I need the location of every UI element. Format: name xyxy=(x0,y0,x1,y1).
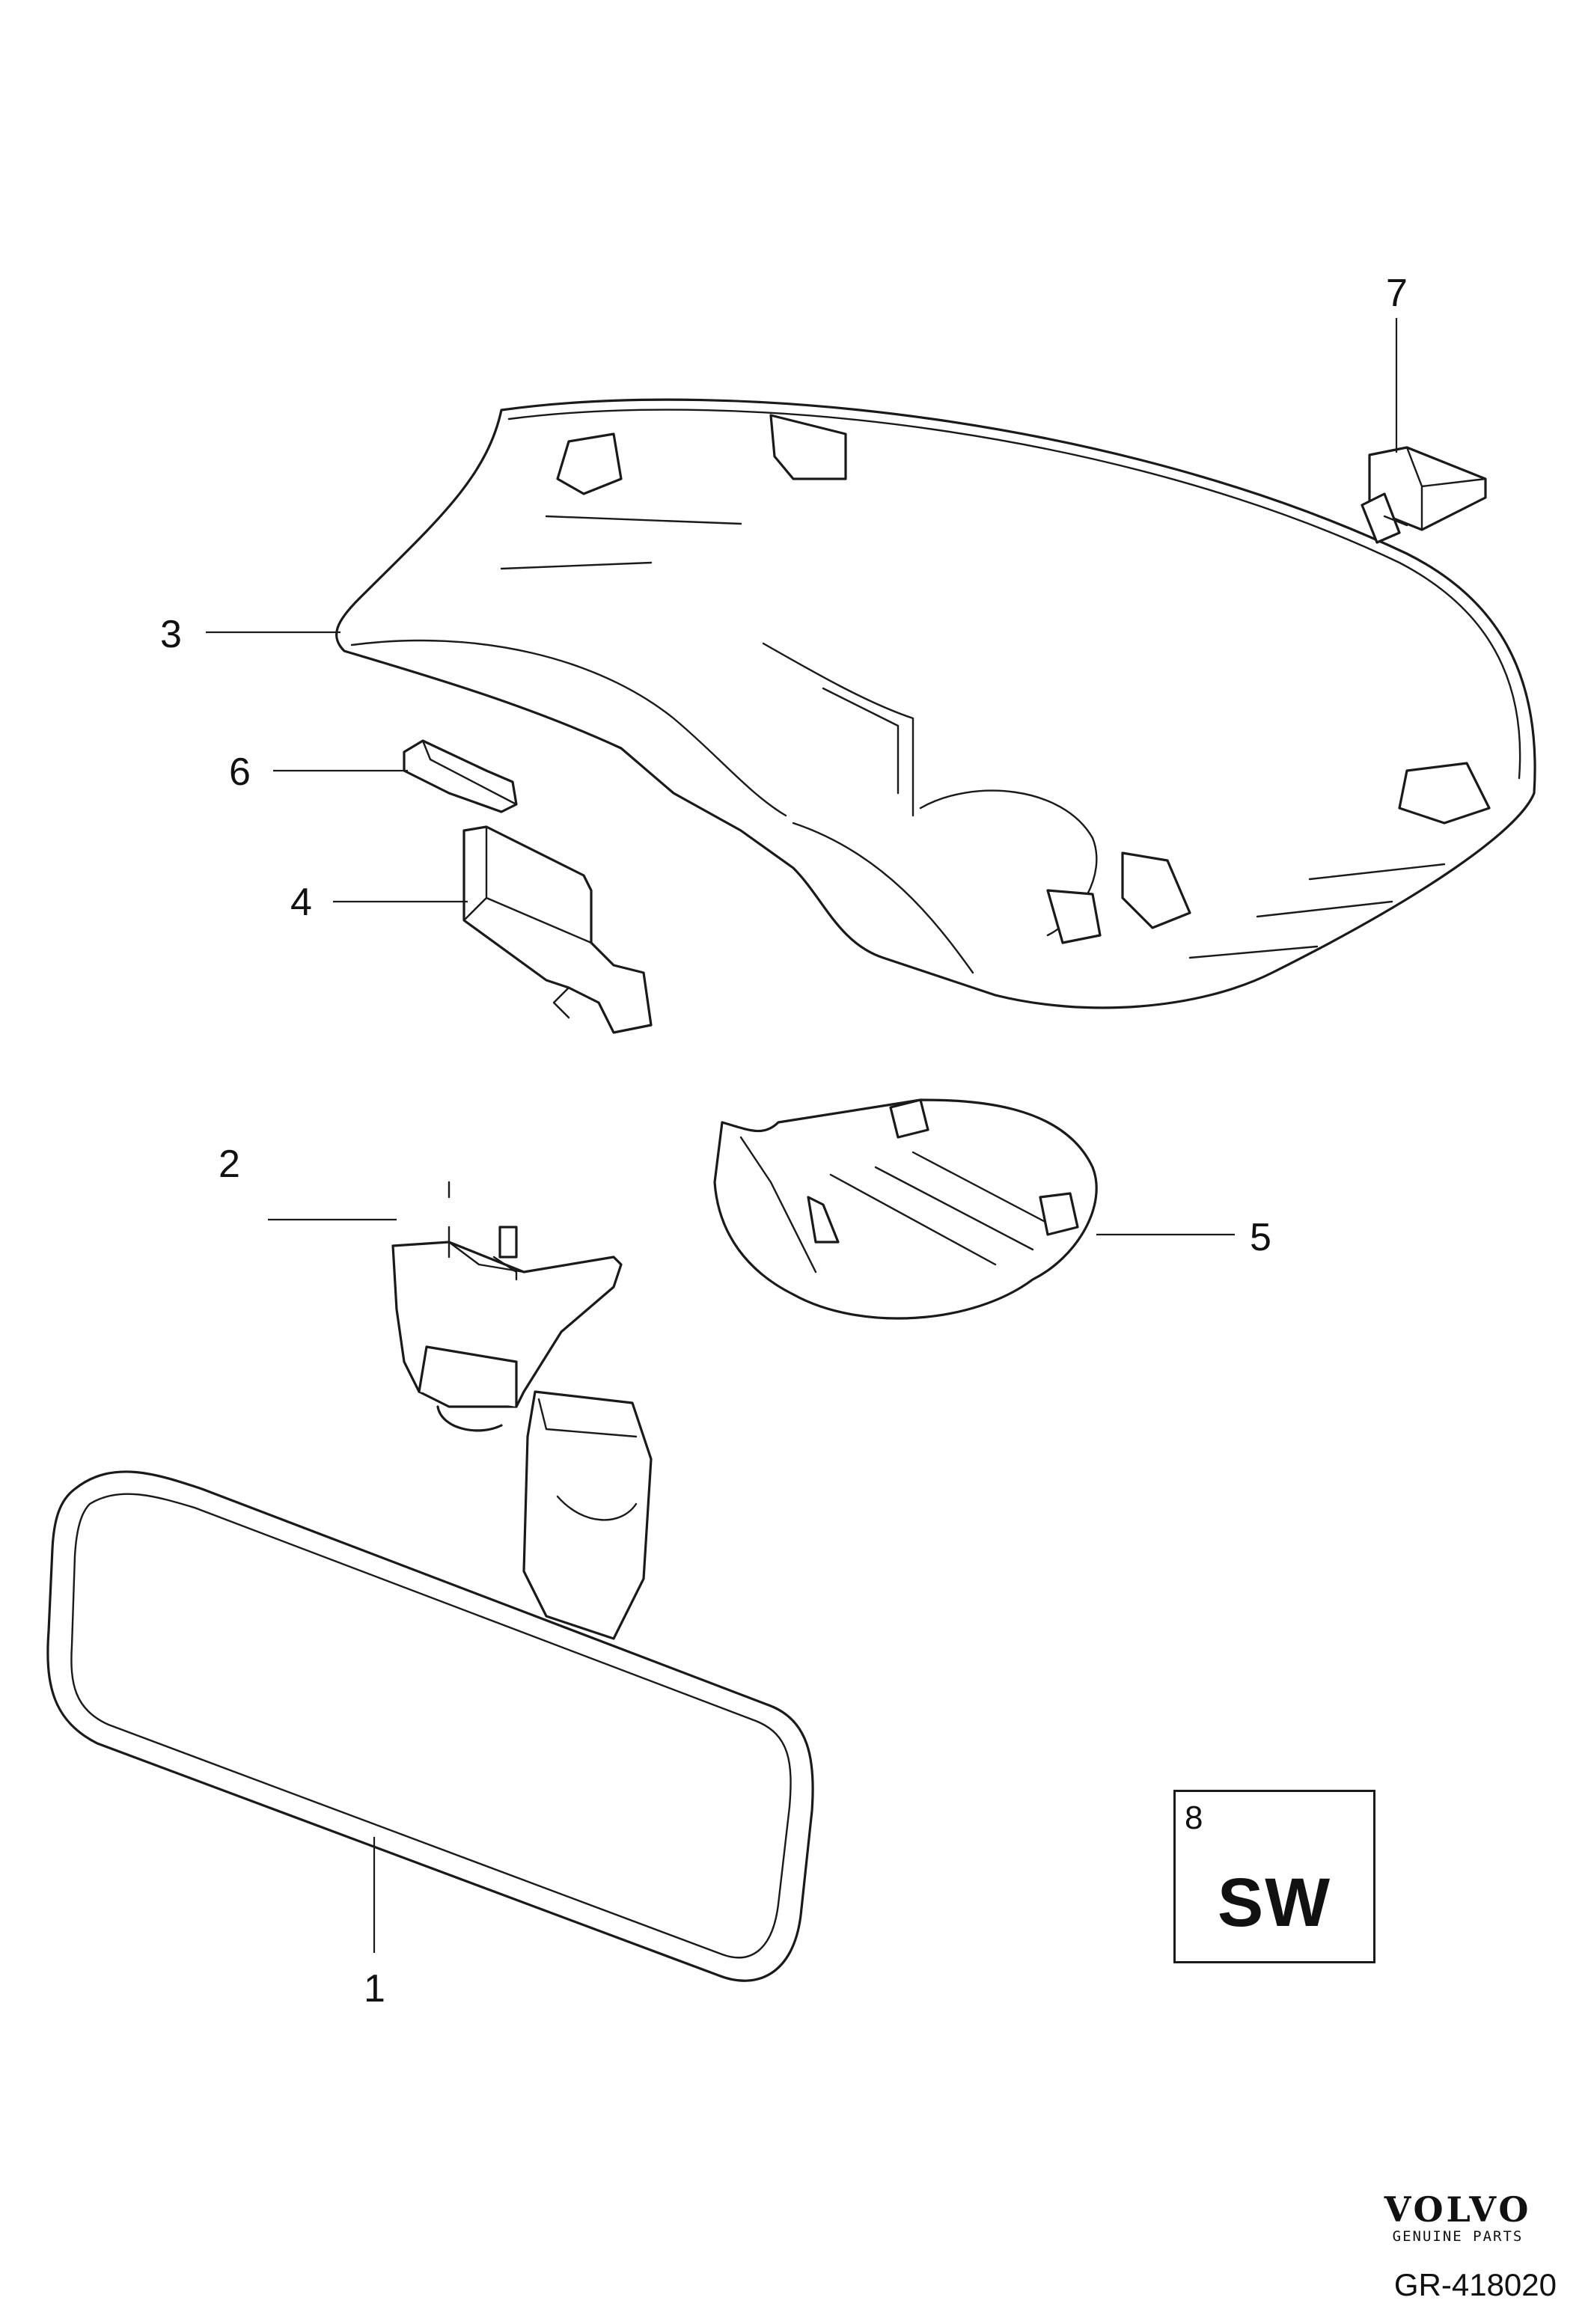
part-7-sensor-connector xyxy=(1361,446,1487,544)
volvo-logo: VOLVO xyxy=(1384,2189,1532,2230)
callout-4: 4 xyxy=(290,881,312,924)
software-box-code: SW xyxy=(1217,1865,1332,1941)
part-5-lower-cover xyxy=(713,1098,1098,1320)
diagram-reference: GR-418020 xyxy=(1393,2267,1557,2302)
callout-1: 1 xyxy=(364,1967,385,2010)
part-3-housing-cover xyxy=(335,398,1536,1009)
part-2-mount-base xyxy=(391,1181,623,1432)
callout-5: 5 xyxy=(1250,1216,1271,1259)
software-box: 8 SW xyxy=(1173,1790,1375,1963)
software-box-number: 8 xyxy=(1185,1799,1203,1836)
callout-3: 3 xyxy=(160,613,182,656)
callout-6: 6 xyxy=(229,750,251,794)
callout-7: 7 xyxy=(1386,272,1408,315)
callout-2: 2 xyxy=(219,1143,240,1186)
part-1-rearview-mirror xyxy=(46,1390,814,1982)
part-4-bracket xyxy=(462,825,653,1034)
part-6-clip xyxy=(403,739,518,813)
genuine-parts-label: GENUINE PARTS xyxy=(1392,2228,1524,2245)
